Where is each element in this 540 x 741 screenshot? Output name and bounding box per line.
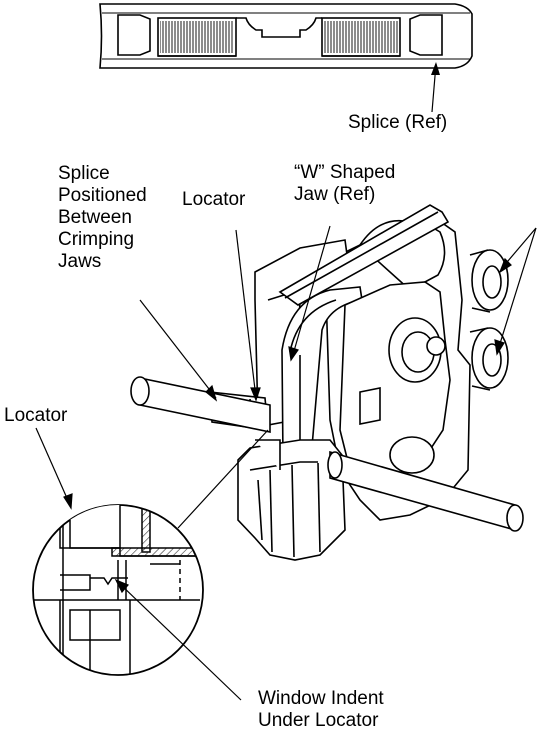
detail-view [32,429,269,676]
locator-top-label: Locator [182,189,246,210]
w-jaw-label: “W” Shaped Jaw (Ref) [294,162,395,206]
splice-positioned-label: Splice Positioned Between Crimping Jaws [58,163,147,273]
splice-drawing [99,3,473,69]
window-indent-line-2: Under Locator [258,710,379,731]
window-indent-label: Window Indent Under Locator [258,688,384,732]
w-jaw-line-1: “W” Shaped [294,162,396,183]
crimp-tool-head [209,204,509,561]
w-jaw-line-2: Jaw (Ref) [294,184,376,205]
splice-ref-label: Splice (Ref) [348,112,448,133]
splice-positioned-line-3: Between [58,207,132,228]
splice-positioned-line-5: Jaws [58,251,102,272]
splice-ref-arrowhead [431,62,440,75]
leader-lines [35,225,537,701]
splice-positioned-line-2: Positioned [58,185,147,206]
window-indent-line-1: Window Indent [258,688,384,709]
crimp-rod [130,376,524,532]
splice-positioned-line-4: Crimping [58,229,135,250]
locator-left-label: Locator [4,405,68,426]
splice-positioned-line-1: Splice [58,163,110,184]
